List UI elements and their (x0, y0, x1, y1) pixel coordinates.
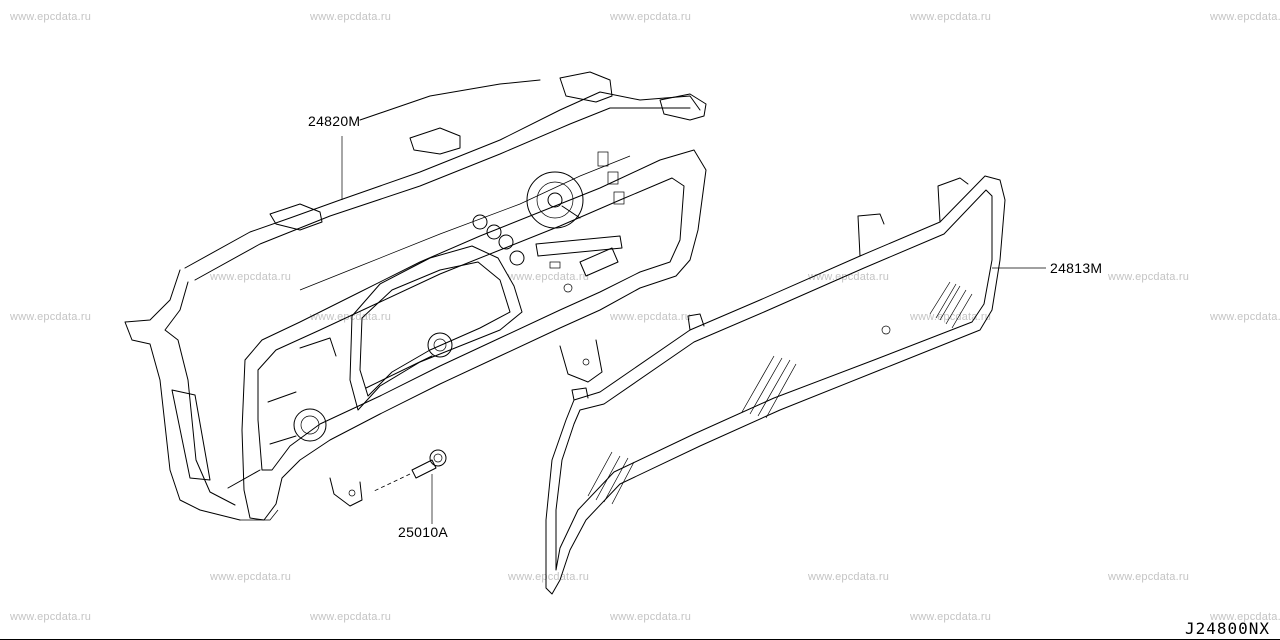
watermark-text: www.epcdata.ru (610, 11, 692, 23)
watermark-text: www.epcdata.ru (610, 611, 692, 623)
callout-screw[interactable]: 25010A (398, 524, 449, 540)
callout-front-glass[interactable]: 24813M (1050, 260, 1103, 276)
watermark-text: www.epcdata.ru (1108, 271, 1190, 283)
watermark-text: www.epcdata.ru (310, 311, 392, 323)
watermark-text: www.epcdata.ru (210, 271, 292, 283)
watermark-text: www.epcdata.ru (508, 271, 590, 283)
watermark-text: www.epcdata.ru (10, 11, 92, 23)
watermark-text: www.epcdata.ru (808, 271, 890, 283)
callout-meter-assembly[interactable]: 24820M (308, 113, 361, 129)
screw-drawing (371, 449, 447, 493)
meter-assembly-drawing (124, 71, 707, 521)
front-glass-drawing (545, 175, 1006, 595)
watermark-text: www.epcdata.ru (10, 611, 92, 623)
watermark-text: www.epcdata.ru (910, 611, 992, 623)
leader-lines (341, 136, 1046, 524)
watermark-text: www.epcdata.ru (610, 311, 692, 323)
watermark-text: www.epcdata.ru (310, 611, 392, 623)
diagram-code: J24800NX (1184, 619, 1270, 638)
watermark-text: www.epcdata.ru (808, 571, 890, 583)
watermark-text: www.epcdata.ru (310, 11, 392, 23)
watermark-text: www.epcdata.ru (1210, 311, 1280, 323)
watermark-text: www.epcdata.ru (910, 11, 992, 23)
watermark-text: www.epcdata.ru (1210, 11, 1280, 23)
watermark-text: www.epcdata.ru (508, 571, 590, 583)
watermark-text: www.epcdata.ru (210, 571, 292, 583)
watermark-text: www.epcdata.ru (1210, 611, 1280, 623)
watermark-text: www.epcdata.ru (1108, 571, 1190, 583)
watermark-text: www.epcdata.ru (10, 311, 92, 323)
